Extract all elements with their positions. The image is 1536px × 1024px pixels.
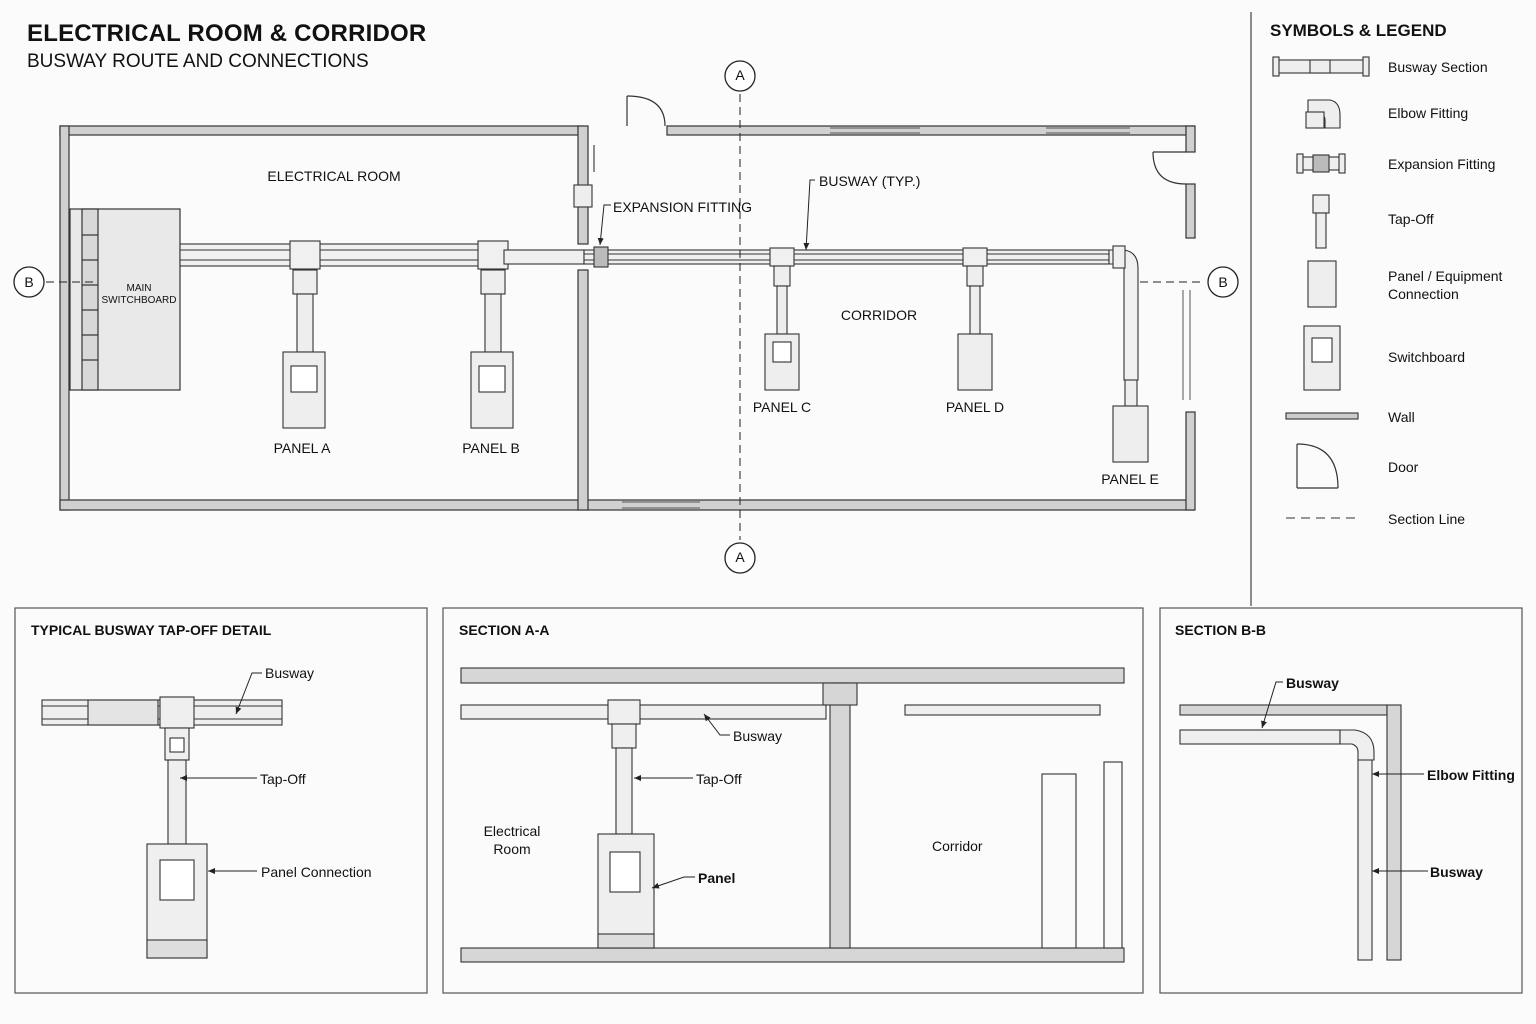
tapoff-detail-leaders — [180, 672, 262, 874]
page-title: ELECTRICAL ROOM & CORRIDOR — [27, 20, 427, 47]
legend-icons — [1272, 56, 1370, 420]
section-a-graphic — [460, 667, 1125, 963]
panel-d-label: PANEL D — [945, 399, 1005, 415]
plan-walls — [59, 125, 1196, 511]
section-a-corridor-label: Corridor — [932, 838, 983, 854]
section-b-busway-side-label: Busway — [1430, 864, 1483, 880]
section-b-equip — [1179, 729, 1375, 961]
legend-switchboard: Switchboard — [1388, 349, 1466, 365]
section-a-equip — [460, 699, 1123, 949]
tapoff-detail-busway-label: Busway — [265, 665, 315, 681]
section-marker-a-bottom: A — [735, 549, 745, 565]
plan-leaders — [597, 179, 815, 251]
plan-windows — [622, 127, 1191, 509]
section-a-electrical-room-label: Electrical Room — [483, 823, 541, 857]
panel-a-label: PANEL A — [273, 440, 331, 456]
legend-panel: Panel / Equipment Connection — [1388, 268, 1503, 302]
legend-door-icon — [1296, 443, 1339, 489]
legend-tap-off: Tap-Off — [1388, 211, 1434, 227]
main-switchboard — [69, 208, 181, 391]
panel-e-label: PANEL E — [1101, 471, 1159, 487]
page-subtitle: BUSWAY ROUTE AND CONNECTIONS — [27, 51, 369, 72]
tapoff-detail-title: TYPICAL BUSWAY TAP-OFF DETAIL — [31, 622, 272, 638]
section-b-graphic — [1179, 704, 1402, 961]
plan-tapoffs — [282, 265, 1149, 463]
legend-busway-section: Busway Section — [1388, 59, 1488, 75]
detail-frames — [14, 607, 1523, 994]
legend-elbow-fitting: Elbow Fitting — [1388, 105, 1469, 121]
section-markers — [13, 60, 1239, 574]
busway-typ-callout: BUSWAY (TYP.) — [819, 173, 921, 189]
section-b-busway-top-label: Busway — [1286, 675, 1339, 691]
section-a-title: SECTION A-A — [459, 622, 550, 638]
section-lines — [46, 94, 1205, 540]
tapoff-detail-graphic — [41, 696, 283, 959]
legend-wall: Wall — [1388, 409, 1415, 425]
corridor-label: CORRIDOR — [840, 307, 918, 323]
legend-title: SYMBOLS & LEGEND — [1270, 21, 1447, 40]
plan-doors — [626, 95, 1187, 185]
plan-busway — [179, 240, 1139, 381]
expansion-fitting-callout: EXPANSION FITTING — [613, 199, 752, 215]
panel-b-label: PANEL B — [462, 440, 520, 456]
section-b-title: SECTION B-B — [1175, 622, 1266, 638]
legend-section-line: Section Line — [1388, 511, 1466, 527]
section-b-elbow-label: Elbow Fitting — [1427, 767, 1515, 783]
tapoff-detail-tapoff-label: Tap-Off — [260, 771, 306, 787]
section-b-leaders — [1261, 681, 1428, 874]
expansion-stub — [573, 145, 595, 208]
section-a-panel-label: Panel — [698, 870, 736, 886]
legend-expansion-fitting: Expansion Fitting — [1388, 156, 1496, 172]
section-marker-b-right: B — [1218, 274, 1228, 290]
section-a-leaders — [634, 713, 730, 889]
section-marker-a-top: A — [735, 67, 745, 83]
legend-door: Door — [1388, 459, 1419, 475]
panel-c-label: PANEL C — [752, 399, 812, 415]
tapoff-detail-panel-label: Panel Connection — [261, 864, 372, 880]
section-marker-b-left: B — [24, 274, 34, 290]
switchboard-label: MAIN SWITCHBOARD — [101, 283, 177, 306]
section-a-busway-label: Busway — [733, 728, 783, 744]
section-a-tapoff-label: Tap-Off — [696, 771, 742, 787]
electrical-room-label: ELECTRICAL ROOM — [267, 168, 401, 184]
